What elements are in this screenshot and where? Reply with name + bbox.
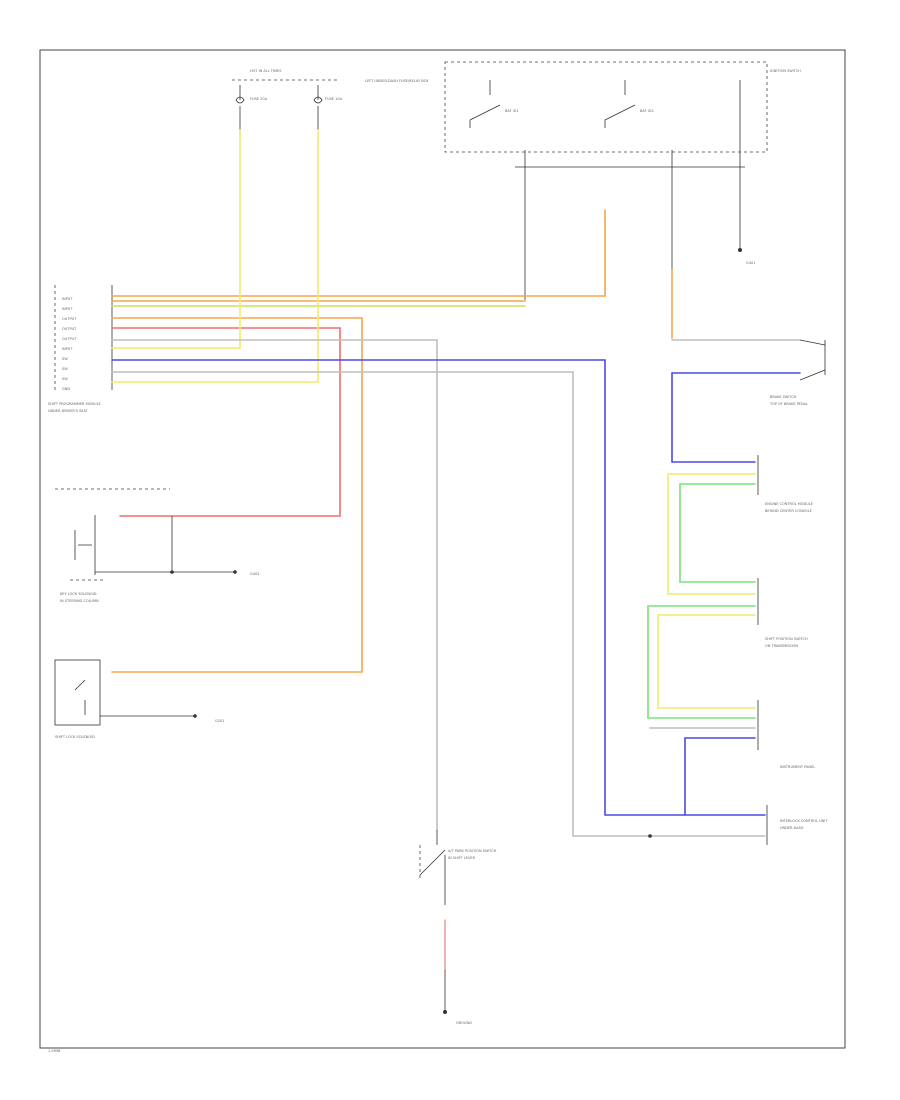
park-ground-dot xyxy=(443,1010,447,1014)
wire-orange-1 xyxy=(111,209,606,297)
ignition-contact-a xyxy=(469,80,501,128)
shift-lock-title: SHIFT LOCK SOLENOID xyxy=(55,735,95,739)
brake-switch: BRAKE SWITCH TOP OF BRAKE PEDAL xyxy=(671,339,826,406)
ignition-pos-a: BAT IG1 xyxy=(505,109,519,113)
fuse-a-symbol xyxy=(235,85,245,130)
wire-gray-1 xyxy=(111,339,438,831)
key-lock-title: KEY LOCK SOLENOID xyxy=(60,592,97,596)
shift-lock-symbol xyxy=(74,679,86,715)
ground-dot-top xyxy=(738,248,742,252)
fuse-a-label: FUSE 20A xyxy=(250,97,268,101)
instrument-panel: INSTRUMENT PANEL xyxy=(649,700,815,816)
ignition-switch-outline xyxy=(444,61,768,153)
module-pin-2: OUTPUT xyxy=(62,317,77,321)
fuse-b-label: FUSE 10A xyxy=(325,97,343,101)
key-lock-sub: IN STEERING COLUMN xyxy=(60,599,99,603)
key-lock-splice xyxy=(170,570,174,574)
module-title: SHIFT PROGRAMMER MODULE xyxy=(48,402,101,406)
wire-yellow-4 xyxy=(657,614,756,709)
interlock-unit: INTERLOCK CONTROL UNIT UNDER DASH xyxy=(648,805,828,845)
module-sub: UNDER DRIVER'S SEAT xyxy=(48,409,89,413)
ignition-switch: IGNITION SWITCH BAT IG1 BAT IG2 xyxy=(444,61,801,153)
wire-green-2 xyxy=(647,605,756,719)
park-position-switch: A/T PARK POSITION SWITCH IN SHIFT LEVER … xyxy=(419,830,497,1025)
ignition-pos-b: BAT IG2 xyxy=(640,109,654,113)
wire-orange-3 xyxy=(111,317,363,673)
ecm-sub: BEHIND CENTER CONSOLE xyxy=(765,509,812,513)
wire-yellow-3 xyxy=(667,473,756,595)
park-switch-title: A/T PARK POSITION SWITCH xyxy=(448,849,497,853)
module-pin-0: INPUT xyxy=(62,297,73,301)
fuse-box-note: LEFT UNDER-DASH FUSE/RELAY BOX xyxy=(365,79,429,83)
brake-sub: TOP OF BRAKE PEDAL xyxy=(769,402,808,406)
ip-title: INSTRUMENT PANEL xyxy=(780,765,815,769)
shift-position-switch: SHIFT POSITION SWITCH ON TRANSMISSION xyxy=(647,578,808,719)
module-pin-9: GND xyxy=(62,387,70,391)
key-lock-ground-wire xyxy=(95,516,235,573)
ground-label-top: G401 xyxy=(746,261,755,265)
park-ground-label: GROUND xyxy=(456,1021,472,1025)
wire-green-1 xyxy=(679,483,756,583)
shift-lock-box xyxy=(54,659,101,726)
engine-control-module: ENGINE CONTROL MODULE BEHIND CENTER CONS… xyxy=(667,455,813,595)
wire-yellow-2 xyxy=(111,129,319,383)
wire-red xyxy=(111,327,341,517)
wire-blue-1 xyxy=(111,359,766,816)
wire-gray-2 xyxy=(111,371,766,837)
wire-blue-2 xyxy=(671,372,756,463)
module-pin-7: SW xyxy=(62,367,68,371)
shift-lock-ground-dot xyxy=(193,714,197,718)
module-pin-6: SW xyxy=(62,357,68,361)
key-lock-solenoid: G402 KEY LOCK SOLENOID IN STEERING COLUM… xyxy=(60,515,259,603)
interlock-sub: UNDER DASH xyxy=(780,826,804,830)
module-pin-1: INPUT xyxy=(62,307,73,311)
park-switch-symbol xyxy=(419,830,446,905)
shift-lock-ground-label: G201 xyxy=(215,719,224,723)
key-lock-ground-dot xyxy=(233,570,237,574)
brake-contact xyxy=(799,339,826,381)
module-pin-3: OUTPUT xyxy=(62,327,77,331)
fuse-b-symbol xyxy=(313,85,323,130)
footer-code: 1-0998 xyxy=(48,1049,60,1053)
ecm-title: ENGINE CONTROL MODULE xyxy=(765,502,813,506)
diagram-frame xyxy=(39,49,846,1049)
shift-lock-solenoid: G201 SHIFT LOCK SOLENOID xyxy=(54,659,224,739)
sps-sub: ON TRANSMISSION xyxy=(765,644,798,648)
interlock-title: INTERLOCK CONTROL UNIT xyxy=(780,819,828,823)
module-pin-8: SW xyxy=(62,377,68,381)
fuse-box-top: HOT IN ALL TIMES LEFT UNDER-DASH FUSE/RE… xyxy=(232,69,429,130)
park-switch-sub: IN SHIFT LEVER xyxy=(448,856,476,860)
brake-title: BRAKE SWITCH xyxy=(770,395,797,399)
ignition-contact-b xyxy=(604,80,636,128)
key-lock-ground-label: G402 xyxy=(250,572,259,576)
wire-yellow-1 xyxy=(111,129,241,349)
module-pin-4: OUTPUT xyxy=(62,337,77,341)
sps-title: SHIFT POSITION SWITCH xyxy=(765,637,808,641)
wire-blue-3 xyxy=(684,737,756,816)
key-lock-symbol xyxy=(74,515,96,575)
module-pin-5: INPUT xyxy=(62,347,73,351)
ignition-switch-title: IGNITION SWITCH xyxy=(770,69,801,73)
fuse-box-title: HOT IN ALL TIMES xyxy=(250,69,282,73)
transmission-module: INPUT INPUT OUTPUT OUTPUT OUTPUT INPUT S… xyxy=(48,285,113,413)
splice-dot xyxy=(648,834,652,838)
